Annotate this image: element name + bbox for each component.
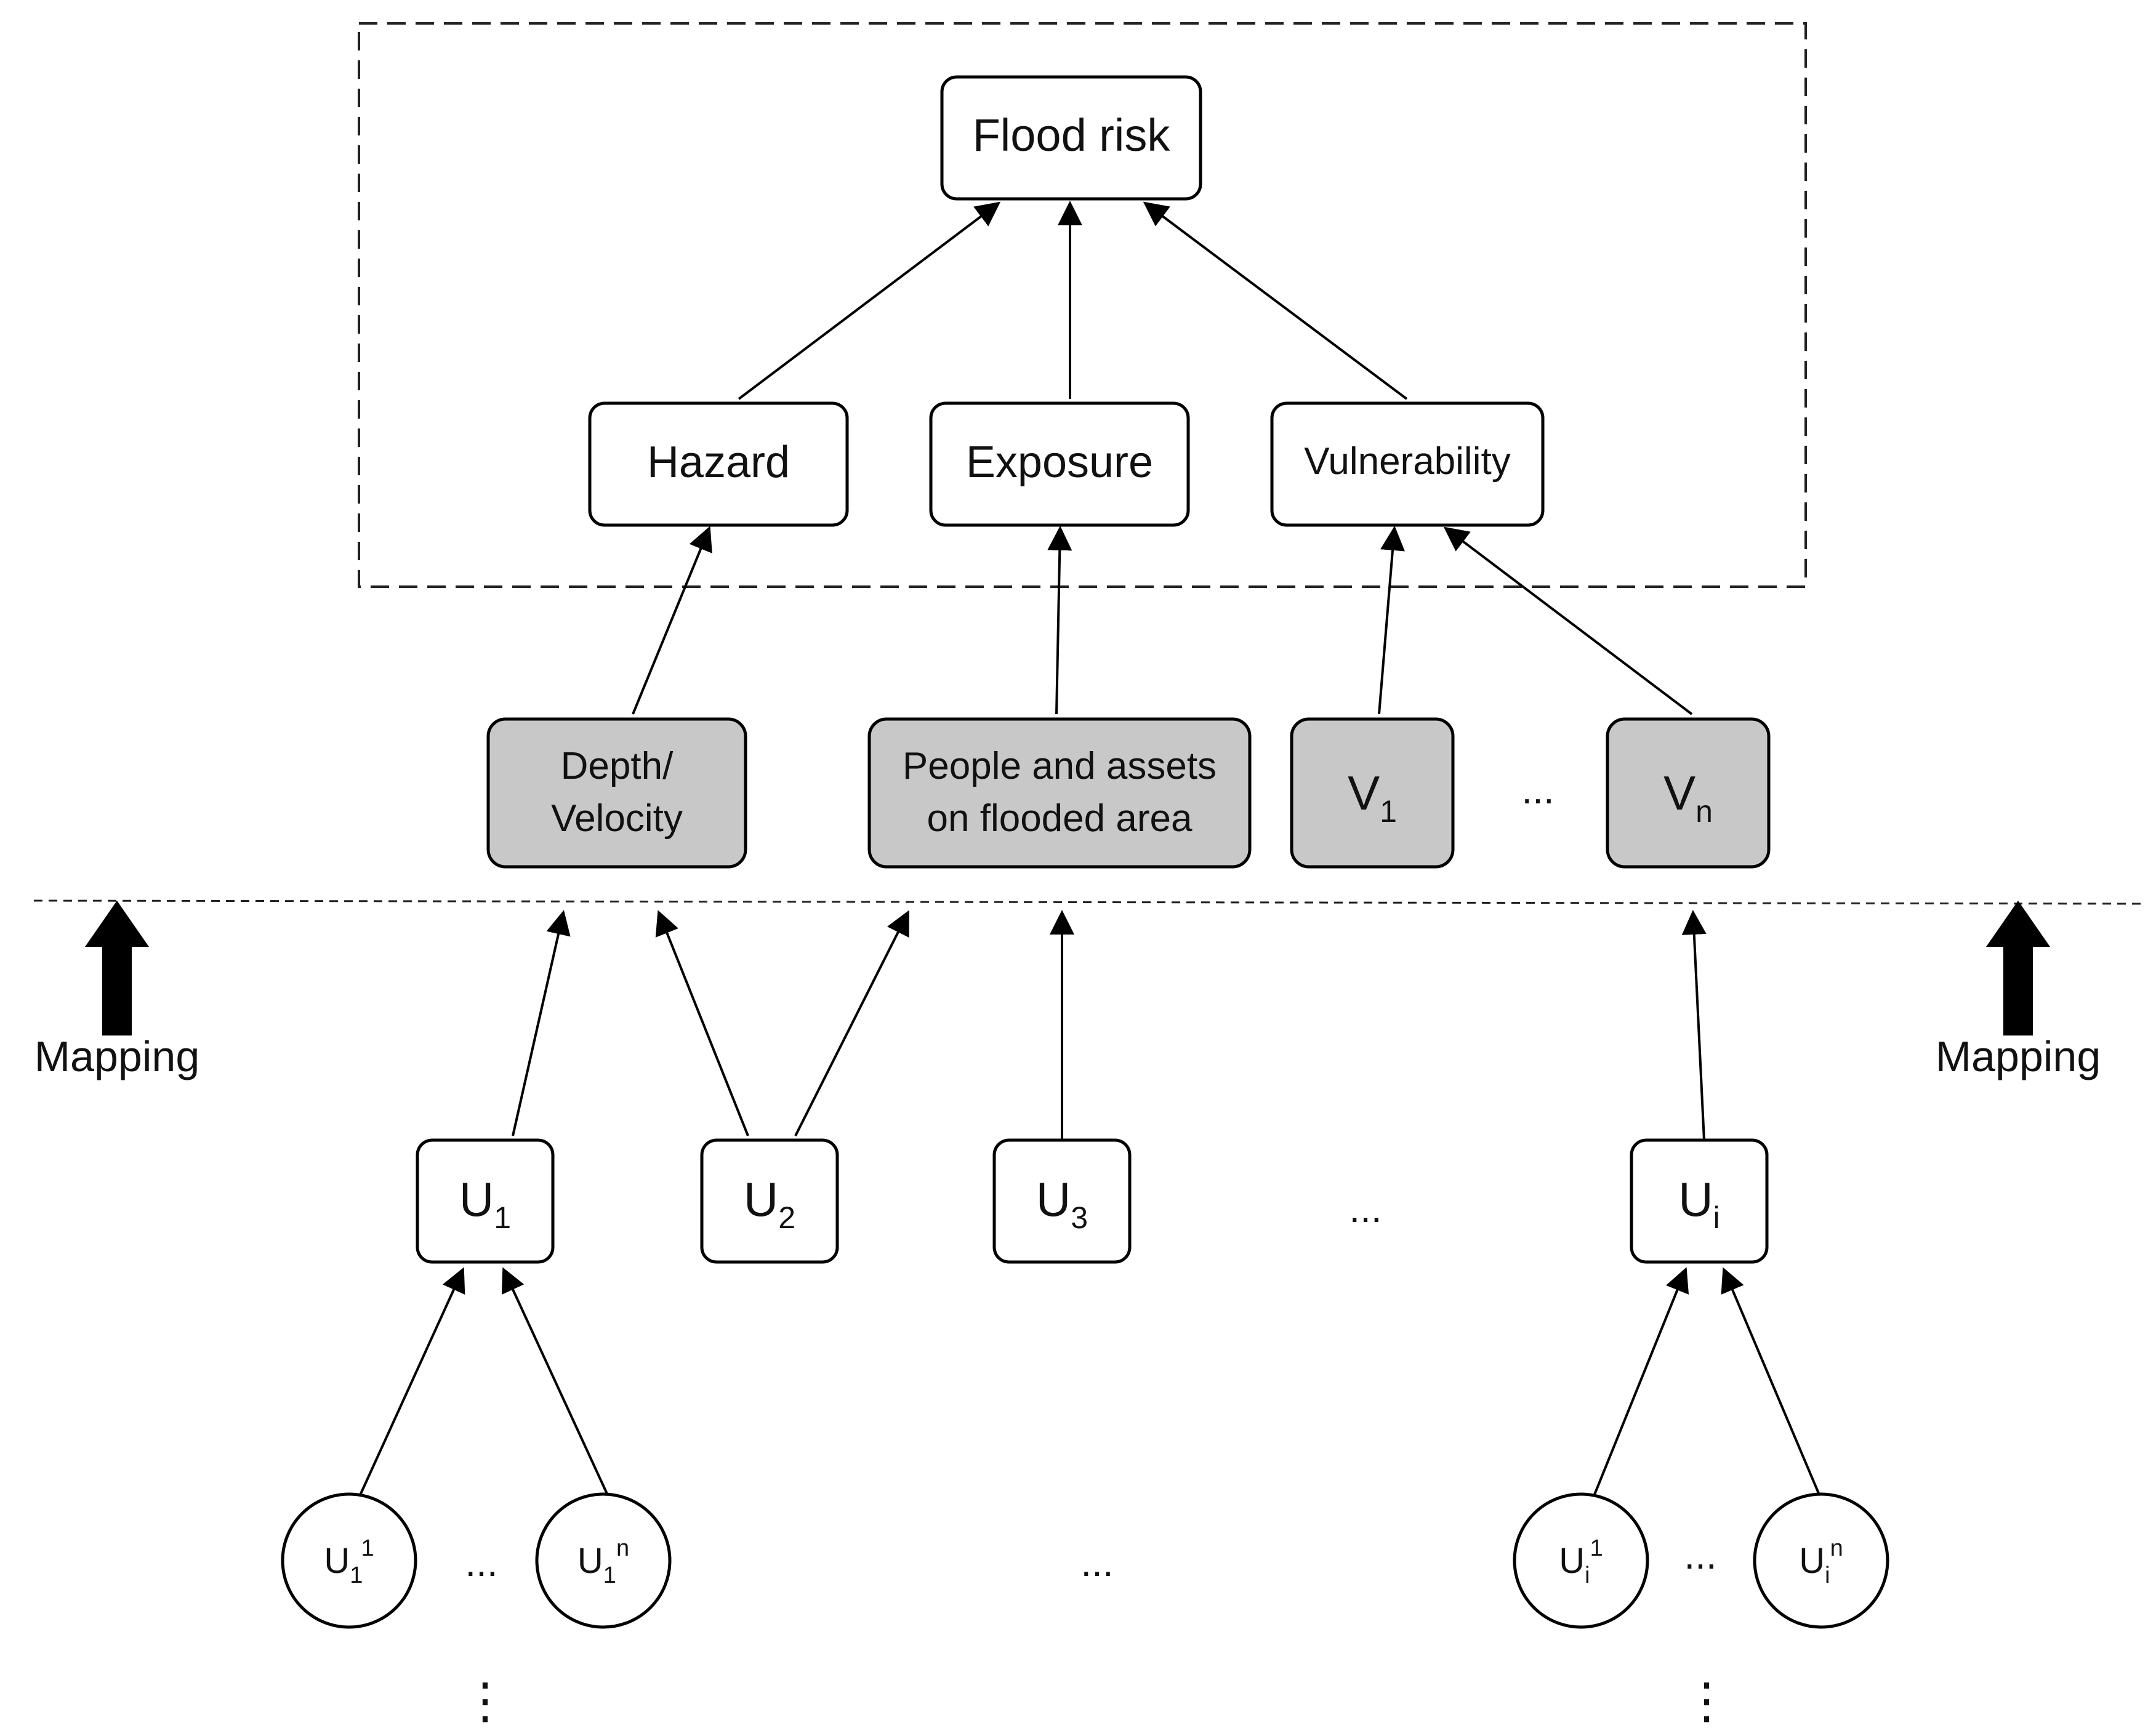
u3-label: U3 <box>1036 1172 1088 1235</box>
edge-u1-to-depth-velocity <box>512 910 571 1136</box>
u1-label: U1 <box>459 1172 511 1235</box>
ui-1-node: Ui1 <box>1513 1492 1649 1629</box>
people-assets-label-line1: People and assets <box>903 745 1217 787</box>
vulnerability-label: Vulnerability <box>1304 440 1510 483</box>
u2-label: U2 <box>744 1172 795 1235</box>
ui-node: Ui <box>1630 1138 1769 1264</box>
u-nodes-ellipsis: ... <box>1349 1186 1382 1231</box>
hazard-node: Hazard <box>588 401 849 527</box>
indicator-ellipsis: ... <box>1521 768 1554 812</box>
vn-label: Vn <box>1663 766 1713 829</box>
vn-node: Vn <box>1606 717 1771 869</box>
u1-n-label: U1n <box>577 1535 629 1588</box>
edge-u1-1-to-u1 <box>357 1267 465 1500</box>
u1-node: U1 <box>416 1138 555 1264</box>
edge-v1-to-vulnerability <box>1378 526 1405 715</box>
mapping-arrow-left-icon <box>85 901 149 1035</box>
v1-node: V1 <box>1290 717 1455 869</box>
vertical-ellipsis-right: ⋮ <box>1682 1673 1731 1728</box>
middle-sub-ellipsis: ... <box>1080 1540 1113 1585</box>
ui-n-label: Uin <box>1799 1535 1843 1588</box>
edge-u2-to-depth-velocity <box>655 910 749 1136</box>
ui-label: Ui <box>1678 1172 1720 1235</box>
v1-label: V1 <box>1348 766 1397 829</box>
edge-people-assets-to-exposure <box>1047 526 1072 715</box>
flood-risk-label: Flood risk <box>973 110 1171 161</box>
depth-velocity-label-line1: Depth/ <box>561 745 674 787</box>
mapping-label-right: Mapping <box>1936 1032 2101 1080</box>
vertical-ellipsis-left: ⋮ <box>461 1673 510 1728</box>
edge-u1-n-to-u1 <box>501 1267 611 1500</box>
edge-vn-to-vulnerability <box>1443 526 1693 715</box>
depth-velocity-label-line2: Velocity <box>551 797 683 840</box>
u2-node: U2 <box>700 1138 839 1264</box>
ui-n-node: Uin <box>1753 1492 1889 1629</box>
vulnerability-node: Vulnerability <box>1270 401 1545 527</box>
mapping-arrow-right: Mapping <box>1936 901 2101 1080</box>
mapping-arrow-right-icon <box>1986 901 2050 1035</box>
people-assets-node: People and assets on flooded area <box>867 717 1252 869</box>
edge-ui-1-to-ui <box>1591 1267 1689 1500</box>
mapping-separator-line <box>33 899 2143 905</box>
u1-1-node: U11 <box>281 1492 417 1629</box>
u3-node: U3 <box>992 1138 1132 1264</box>
edge-hazard-to-flood-risk <box>738 201 1001 400</box>
hazard-label: Hazard <box>647 438 790 487</box>
u1-1-label: U11 <box>324 1535 374 1588</box>
exposure-node: Exposure <box>929 401 1190 527</box>
edge-ui-to-vn <box>1681 910 1707 1141</box>
edge-u2-to-people-assets <box>794 910 909 1136</box>
flood-risk-node: Flood risk <box>940 75 1202 201</box>
edges <box>357 201 1822 1500</box>
ui-1-label: Ui1 <box>1559 1535 1603 1588</box>
u1-n-node: U1n <box>535 1492 672 1629</box>
people-assets-label-line2: on flooded area <box>927 797 1193 840</box>
exposure-label: Exposure <box>966 438 1153 487</box>
u1-sub-ellipsis: ... <box>465 1540 497 1585</box>
risk-components-frame <box>358 22 1807 588</box>
mapping-arrow-left: Mapping <box>34 901 200 1080</box>
edge-depth-velocity-to-hazard <box>632 526 712 715</box>
ui-sub-ellipsis: ... <box>1684 1533 1716 1577</box>
depth-velocity-node: Depth/ Velocity <box>486 717 747 869</box>
mapping-label-left: Mapping <box>34 1032 200 1080</box>
edge-ui-n-to-ui <box>1721 1267 1822 1500</box>
edge-vulnerability-to-flood-risk <box>1143 201 1408 400</box>
